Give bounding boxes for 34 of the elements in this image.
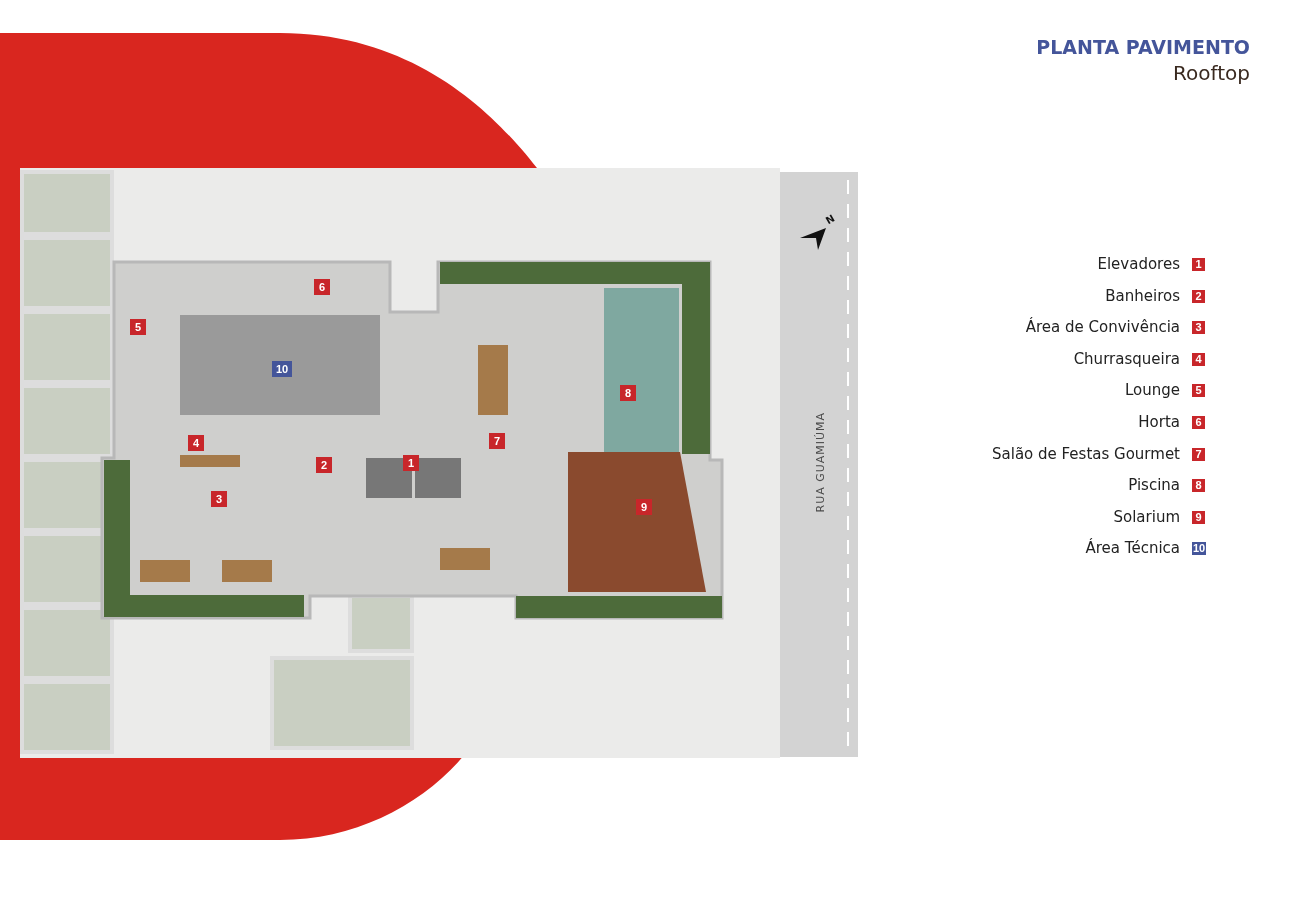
callout-number: 5 — [1192, 384, 1205, 398]
subtitle: Rooftop — [1173, 61, 1250, 85]
callout-number: 4 — [1192, 352, 1205, 366]
callout-number: 8 — [620, 385, 636, 401]
callout-number: 1 — [1192, 258, 1205, 271]
room-name: Horta — [1138, 413, 1180, 431]
callout-number: 3 — [1192, 321, 1205, 335]
street-name: RUA GUAMIÚMA — [813, 412, 827, 513]
callout-number: 3 — [211, 491, 227, 507]
callout-number: 5 — [130, 319, 146, 335]
callout-number: 2 — [1192, 289, 1205, 303]
callout-number: 6 — [314, 279, 330, 295]
callout-number: 1 — [403, 455, 419, 471]
callout-number: 10 — [272, 361, 292, 377]
callout-number: 2 — [316, 457, 332, 473]
callout-number: 7 — [489, 433, 505, 449]
room-name: Solarium — [1113, 507, 1180, 526]
room-name: Área de Convivência — [1025, 318, 1180, 337]
callout-number: 6 — [1192, 416, 1205, 429]
title: PLANTA PAVIMENTO — [1036, 36, 1250, 58]
callout-number: 10 — [1192, 542, 1207, 556]
room-name: Lounge — [1124, 381, 1180, 400]
room-name: Banheiros — [1105, 286, 1180, 305]
room-name: Salão de Festas Gourmet — [992, 444, 1180, 463]
callout-number: 4 — [188, 435, 204, 451]
callout-number: 7 — [1192, 447, 1205, 461]
room-name: Elevadores — [1097, 255, 1180, 273]
callout-number: 9 — [1192, 510, 1205, 524]
room-name: Churrasqueira — [1073, 349, 1180, 368]
callout-number: 8 — [1192, 479, 1205, 493]
room-name: Área Técnica — [1085, 539, 1180, 558]
north-label: N — [823, 212, 837, 227]
room-name: Piscina — [1128, 476, 1180, 495]
callout-number: 9 — [636, 499, 652, 515]
